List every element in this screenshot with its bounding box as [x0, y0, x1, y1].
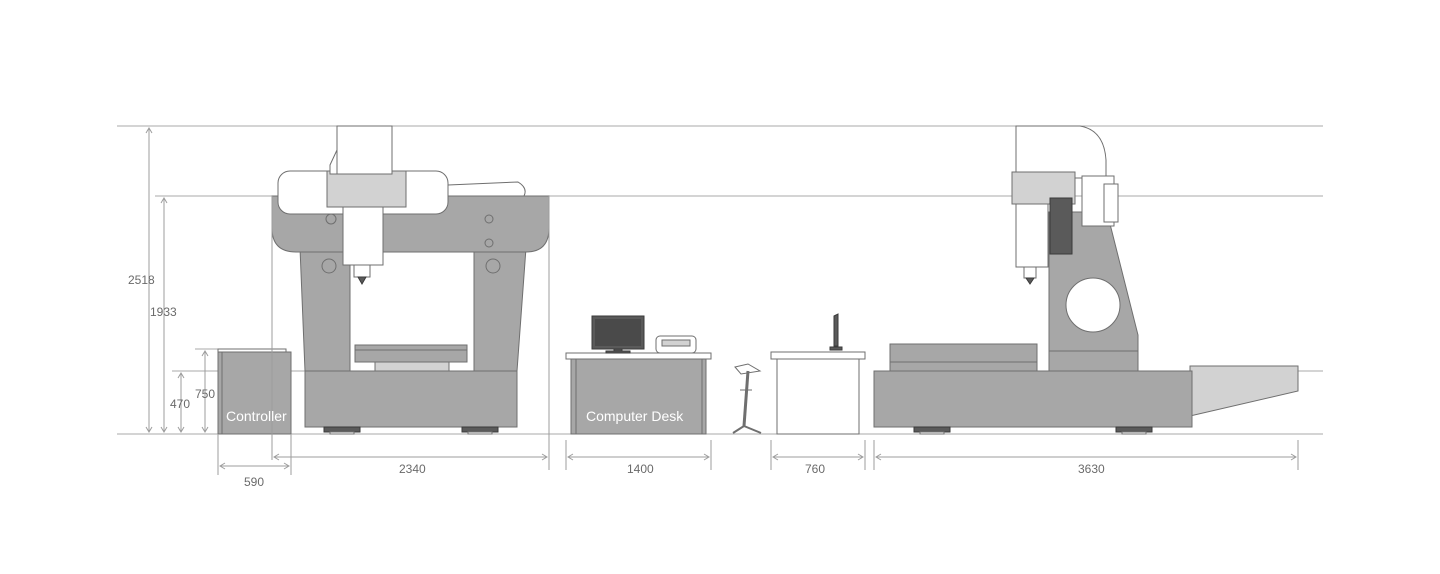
dim-width-machine: 2340	[399, 462, 426, 476]
dim-height-bridge: 1933	[150, 305, 177, 319]
controller-label: Controller	[226, 408, 287, 424]
front-bridge-machine	[271, 125, 550, 435]
controller-cabinet	[217, 348, 292, 435]
side-view-machine	[873, 125, 1299, 435]
computer-desk-label: Computer Desk	[586, 408, 684, 424]
dim-height-total: 2518	[128, 273, 155, 287]
dim-width-controller: 590	[244, 475, 264, 489]
horizontal-dimensions	[217, 196, 1299, 475]
dim-height-controller: 750	[195, 387, 215, 401]
dim-width-desk: 1400	[627, 462, 654, 476]
side-desk	[770, 313, 866, 435]
dim-width-side-view: 3630	[1078, 462, 1105, 476]
vertical-dimensions	[145, 127, 209, 433]
computer-desk	[565, 315, 712, 435]
dim-height-base: 470	[170, 397, 190, 411]
operator-stool	[732, 363, 762, 434]
dim-width-side-desk: 760	[805, 462, 825, 476]
